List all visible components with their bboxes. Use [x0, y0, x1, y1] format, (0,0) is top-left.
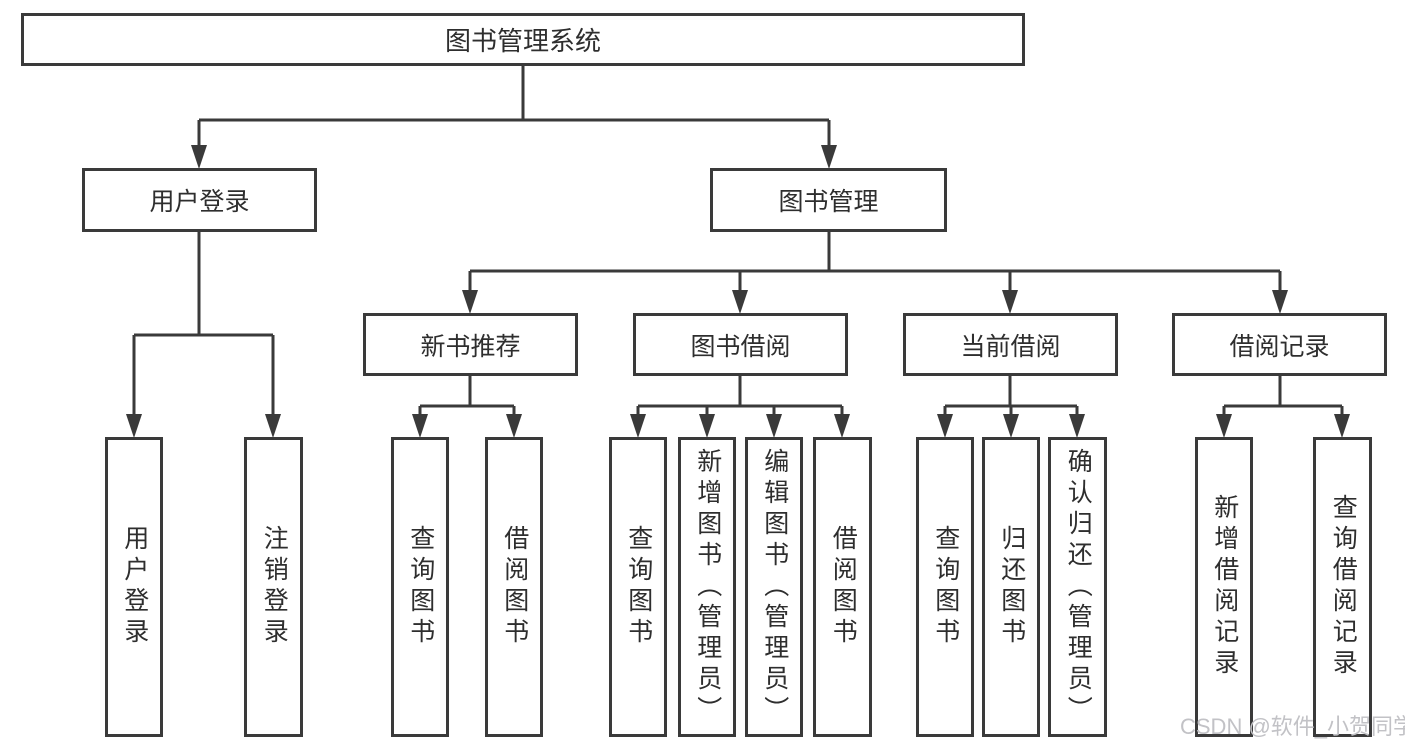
- node-label: 图书借阅: [690, 332, 791, 361]
- node-label: 图书管理系统: [444, 26, 601, 56]
- node-label: 图书管理: [778, 188, 879, 216]
- node-leaf-add-book-admin: 新增图书（管理员）: [678, 437, 736, 737]
- node-label: 查询图书: [931, 525, 960, 649]
- node-label: 新书推荐: [420, 332, 521, 361]
- node-leaf-query-borrow-record: 查询借阅记录: [1313, 437, 1372, 737]
- connector-root-to-level2: [191, 66, 837, 169]
- node-leaf-logout: 注销登录: [244, 437, 303, 737]
- node-leaf-edit-book-admin: 编辑图书（管理员）: [745, 437, 803, 737]
- node-leaf-query-books-recommend: 查询图书: [391, 437, 449, 737]
- connector-book-management-to-level3: [462, 232, 1288, 314]
- connector-new-book-recommend-to-leaves: [412, 376, 522, 438]
- node-label: 查询图书: [406, 525, 435, 649]
- connector-user-login-to-leaves: [126, 232, 281, 438]
- connector-borrow-records-to-leaves: [1216, 376, 1350, 438]
- node-label: 借阅图书: [829, 525, 858, 649]
- node-label: 新增借阅记录: [1210, 494, 1239, 680]
- connector-current-borrowing-to-leaves: [937, 376, 1085, 438]
- node-user-login: 用户登录: [82, 168, 317, 232]
- node-label: 查询图书: [624, 525, 653, 649]
- node-leaf-borrow-books: 借阅图书: [813, 437, 872, 737]
- node-label: 编辑图书（管理员）: [760, 447, 789, 727]
- node-label: 新增图书（管理员）: [693, 447, 722, 727]
- node-library-management-system: 图书管理系统: [21, 13, 1025, 66]
- node-label: 归还图书: [997, 525, 1026, 649]
- node-label: 借阅记录: [1229, 332, 1330, 361]
- node-new-book-recommend: 新书推荐: [363, 313, 578, 376]
- node-borrow-records: 借阅记录: [1172, 313, 1387, 376]
- node-label: 确认归还（管理员）: [1064, 447, 1093, 727]
- node-label: 借阅图书: [500, 525, 529, 649]
- watermark: CSDN @软件_小贺同学: [1180, 714, 1405, 739]
- node-label: 用户登录: [120, 525, 149, 649]
- node-leaf-borrow-books-recommend: 借阅图书: [485, 437, 543, 737]
- node-label: 注销登录: [260, 525, 289, 649]
- node-label: 当前借阅: [960, 332, 1061, 361]
- node-leaf-user-login: 用户登录: [105, 437, 163, 737]
- node-label: 查询借阅记录: [1329, 494, 1358, 680]
- node-leaf-confirm-return-admin: 确认归还（管理员）: [1048, 437, 1107, 737]
- connector-book-borrowing-to-leaves: [630, 376, 850, 438]
- node-book-management: 图书管理: [710, 168, 947, 232]
- node-book-borrowing: 图书借阅: [633, 313, 848, 376]
- node-leaf-query-books-current: 查询图书: [916, 437, 974, 737]
- node-label: 用户登录: [149, 188, 250, 216]
- node-leaf-add-borrow-record: 新增借阅记录: [1195, 437, 1253, 737]
- node-current-borrowing: 当前借阅: [903, 313, 1118, 376]
- node-leaf-query-books-borrowing: 查询图书: [609, 437, 667, 737]
- node-leaf-return-book: 归还图书: [982, 437, 1040, 737]
